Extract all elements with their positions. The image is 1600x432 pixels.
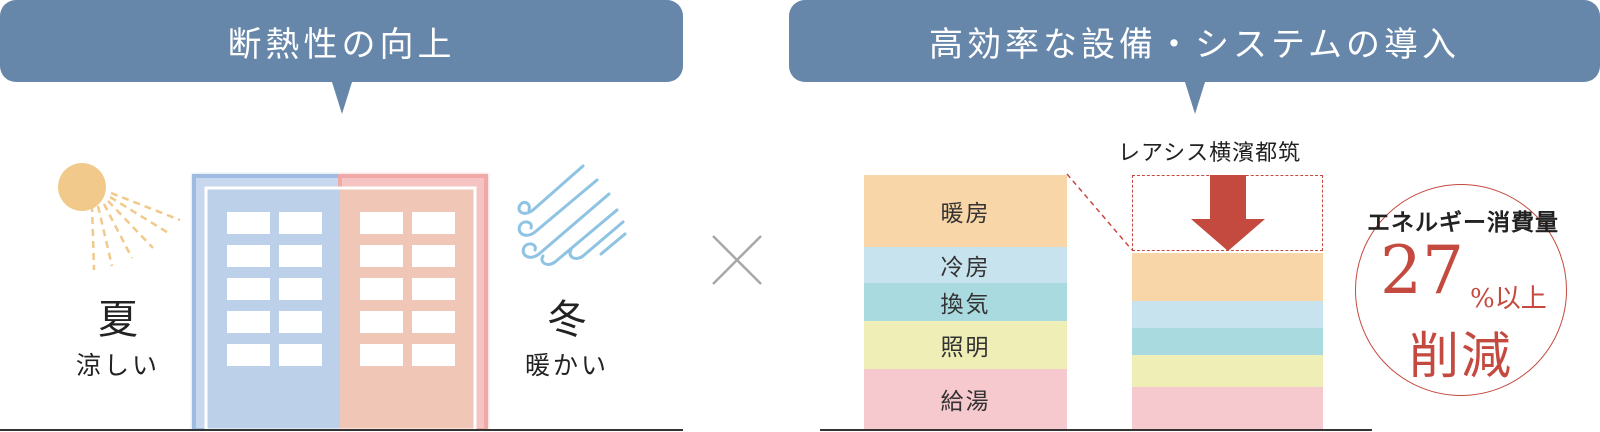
banner-pointer	[1184, 82, 1205, 114]
left-ground-line	[0, 429, 683, 431]
reduction-percent-unit: %以上	[1470, 284, 1547, 314]
energy-consumption-label: エネルギー消費量	[1367, 209, 1559, 236]
standard-hot-water-segment: 給湯	[864, 369, 1067, 429]
insulated-building-illustration	[192, 174, 488, 430]
equipment-banner-text: 高効率な設備・システムの導入	[929, 24, 1460, 65]
improved-cooling-segment	[1132, 301, 1323, 328]
standard-heating-segment: 暖房	[864, 175, 1067, 247]
winter-caption: 暖かい	[524, 351, 609, 380]
summer-label: 夏 涼しい	[68, 298, 168, 382]
summer-character: 夏	[98, 297, 138, 343]
right-ground-line	[820, 429, 1372, 431]
multiply-icon	[712, 235, 762, 285]
wind-icon	[517, 164, 627, 266]
reduction-connector-line	[1066, 173, 1133, 251]
insulation-banner-text: 断熱性の向上	[227, 24, 456, 65]
winter-label: 冬 暖かい	[512, 298, 622, 382]
sun-icon	[58, 163, 181, 271]
insulation-banner: 断熱性の向上	[0, 0, 683, 114]
improved-heating-segment	[1132, 253, 1323, 301]
down-arrow-icon	[1191, 175, 1265, 251]
winter-character: 冬	[547, 297, 587, 343]
standard-ventilation-segment: 換気	[864, 283, 1067, 321]
reduction-badge	[1355, 184, 1567, 396]
improved-ventilation-segment	[1132, 328, 1323, 355]
banner-pointer	[331, 82, 352, 114]
improved-lighting-segment	[1132, 355, 1323, 387]
reduction-word: 削減	[1409, 327, 1513, 385]
standard-cooling-segment: 冷房	[864, 247, 1067, 283]
equipment-banner: 高効率な設備・システムの導入	[789, 0, 1600, 114]
reduction-percent: 27	[1380, 232, 1464, 309]
standard-lighting-segment: 照明	[864, 321, 1067, 369]
improved-hot-water-segment	[1132, 387, 1323, 429]
building-name: レアシス横濱都筑	[1118, 141, 1302, 166]
summer-caption: 涼しい	[75, 351, 160, 380]
